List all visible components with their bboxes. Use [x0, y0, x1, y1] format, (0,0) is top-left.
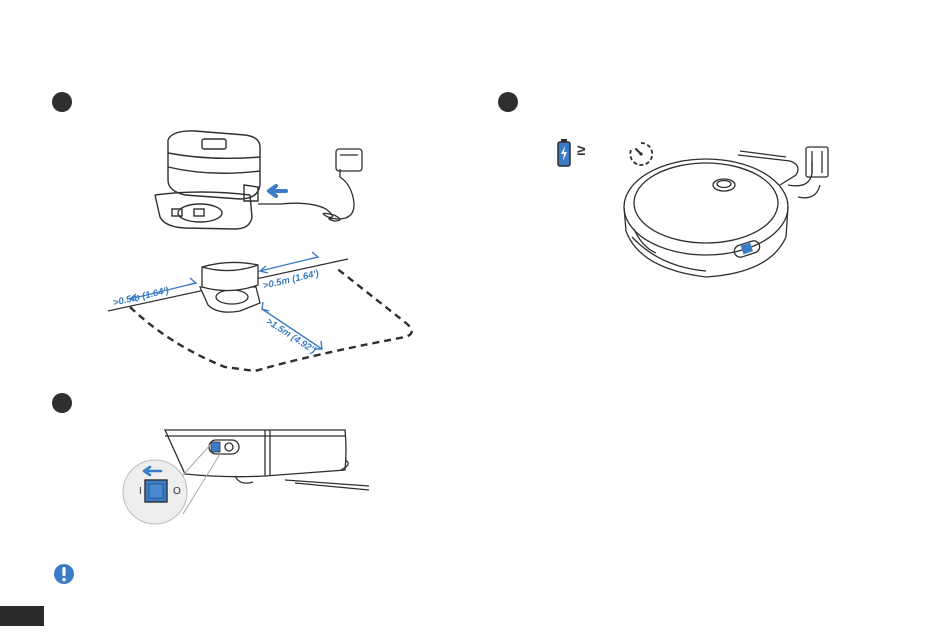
dock-placement-illustration: [100, 245, 440, 385]
charge-operator: ≥: [577, 142, 585, 159]
switch-on-symbol: I: [139, 486, 142, 497]
step-2-marker: [52, 393, 72, 413]
step-3-marker: [498, 92, 518, 112]
charging-dock-illustration: [140, 125, 380, 235]
power-switch-illustration: [125, 420, 375, 525]
step-1-marker: [52, 92, 72, 112]
battery-charging-icon: [557, 139, 571, 167]
switch-off-symbol: O: [173, 486, 181, 497]
page-tab-marker: [0, 606, 44, 626]
robot-vacuum-illustration: [620, 145, 840, 280]
exclamation-icon: [53, 563, 75, 585]
